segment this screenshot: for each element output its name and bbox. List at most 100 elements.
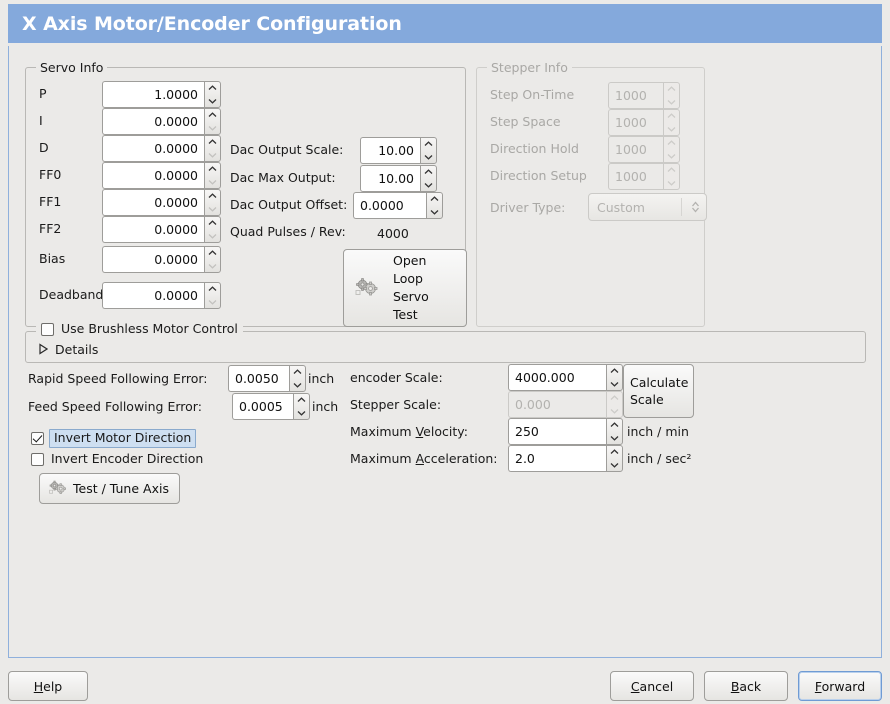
- use-brushless-motor-control-row[interactable]: Use Brushless Motor Control: [36, 323, 243, 336]
- spinner-down-icon[interactable]: [427, 206, 442, 219]
- open-loop-servo-test-button[interactable]: Open Loop Servo Test: [343, 249, 467, 327]
- spinner-p[interactable]: 1.0000: [102, 81, 221, 108]
- spinner-down-icon[interactable]: [664, 177, 679, 190]
- spinner-up-icon[interactable]: [607, 446, 622, 459]
- spinner-down-icon[interactable]: [205, 230, 220, 243]
- forward-button[interactable]: Forward: [798, 671, 882, 701]
- spinner-up-icon[interactable]: [421, 138, 436, 151]
- spinner-down-icon[interactable]: [607, 378, 622, 391]
- spinner-direction-hold[interactable]: 1000: [608, 136, 680, 163]
- spinner-up-icon[interactable]: [205, 82, 220, 95]
- spinner-ff2[interactable]: 0.0000: [102, 216, 221, 243]
- spinner-up-icon[interactable]: [205, 163, 220, 176]
- spinner-stepper-scale-buttons[interactable]: [606, 391, 623, 418]
- spinner-encoder-scale-value[interactable]: 4000.000: [508, 364, 606, 391]
- spinner-ff2-value[interactable]: 0.0000: [102, 216, 204, 243]
- spinner-deadband-value[interactable]: 0.0000: [102, 282, 204, 309]
- spinner-dac-max-output-value[interactable]: 10.00: [360, 165, 420, 192]
- spinner-up-icon[interactable]: [205, 283, 220, 296]
- spinner-deadband-buttons[interactable]: [204, 282, 221, 309]
- spinner-up-icon[interactable]: [205, 109, 220, 122]
- spinner-deadband[interactable]: 0.0000: [102, 282, 221, 309]
- spinner-maximum-velocity[interactable]: 250: [508, 418, 623, 445]
- spinner-down-icon[interactable]: [205, 122, 220, 135]
- spinner-ff1-buttons[interactable]: [204, 189, 221, 216]
- help-button[interactable]: Help: [8, 671, 88, 701]
- spinner-down-icon[interactable]: [205, 260, 220, 273]
- back-button[interactable]: Back: [704, 671, 788, 701]
- spinner-dac-output-offset-value[interactable]: 0.0000: [353, 192, 426, 219]
- spinner-p-value[interactable]: 1.0000: [102, 81, 204, 108]
- spinner-feed-following-error-value[interactable]: 0.0005: [232, 393, 293, 420]
- spinner-direction-setup-value[interactable]: 1000: [608, 163, 663, 190]
- spinner-stepper-scale-value[interactable]: 0.000: [508, 391, 606, 418]
- spinner-down-icon[interactable]: [664, 150, 679, 163]
- spinner-i-value[interactable]: 0.0000: [102, 108, 204, 135]
- spinner-down-icon[interactable]: [664, 96, 679, 109]
- cancel-button[interactable]: Cancel: [610, 671, 694, 701]
- spinner-step-on-time-value[interactable]: 1000: [608, 82, 663, 109]
- spinner-dac-output-scale[interactable]: 10.00: [360, 137, 437, 164]
- spinner-up-icon[interactable]: [607, 392, 622, 405]
- spinner-d-buttons[interactable]: [204, 135, 221, 162]
- spinner-bias-value[interactable]: 0.0000: [102, 246, 204, 273]
- spinner-up-icon[interactable]: [205, 247, 220, 260]
- spinner-step-space-value[interactable]: 1000: [608, 109, 663, 136]
- spinner-i[interactable]: 0.0000: [102, 108, 221, 135]
- spinner-encoder-scale-buttons[interactable]: [606, 364, 623, 391]
- spinner-down-icon[interactable]: [205, 95, 220, 108]
- invert-encoder-direction-checkbox[interactable]: [31, 453, 44, 466]
- spinner-feed-following-error-buttons[interactable]: [293, 393, 310, 420]
- spinner-ff0-buttons[interactable]: [204, 162, 221, 189]
- driver-type-combobox[interactable]: Custom: [588, 193, 707, 221]
- spinner-up-icon[interactable]: [607, 365, 622, 378]
- spinner-down-icon[interactable]: [205, 203, 220, 216]
- spinner-ff0[interactable]: 0.0000: [102, 162, 221, 189]
- spinner-direction-hold-buttons[interactable]: [663, 136, 680, 163]
- spinner-up-icon[interactable]: [290, 366, 305, 379]
- spinner-maximum-acceleration-value[interactable]: 2.0: [508, 445, 606, 472]
- spinner-ff0-value[interactable]: 0.0000: [102, 162, 204, 189]
- spinner-up-icon[interactable]: [205, 190, 220, 203]
- use-brushless-checkbox[interactable]: [41, 323, 54, 336]
- spinner-up-icon[interactable]: [205, 136, 220, 149]
- spinner-down-icon[interactable]: [205, 176, 220, 189]
- spinner-maximum-acceleration-buttons[interactable]: [606, 445, 623, 472]
- spinner-down-icon[interactable]: [421, 151, 436, 164]
- spinner-down-icon[interactable]: [205, 296, 220, 309]
- spinner-stepper-scale[interactable]: 0.000: [508, 391, 623, 418]
- spinner-up-icon[interactable]: [421, 166, 436, 179]
- spinner-step-on-time-buttons[interactable]: [663, 82, 680, 109]
- spinner-step-space[interactable]: 1000: [608, 109, 680, 136]
- spinner-down-icon[interactable]: [294, 407, 309, 420]
- spinner-maximum-acceleration[interactable]: 2.0: [508, 445, 623, 472]
- spinner-encoder-scale[interactable]: 4000.000: [508, 364, 623, 391]
- spinner-step-space-buttons[interactable]: [663, 109, 680, 136]
- invert-motor-direction-checkbox[interactable]: [31, 431, 44, 445]
- spinner-down-icon[interactable]: [205, 149, 220, 162]
- spinner-step-on-time[interactable]: 1000: [608, 82, 680, 109]
- spinner-rapid-following-error-buttons[interactable]: [289, 365, 306, 392]
- spinner-ff1[interactable]: 0.0000: [102, 189, 221, 216]
- invert-motor-direction-row[interactable]: Invert Motor Direction: [31, 429, 197, 448]
- combo-updown-icon[interactable]: [691, 194, 700, 220]
- spinner-d[interactable]: 0.0000: [102, 135, 221, 162]
- spinner-dac-output-scale-buttons[interactable]: [420, 137, 437, 164]
- spinner-dac-max-output-buttons[interactable]: [420, 165, 437, 192]
- spinner-maximum-velocity-buttons[interactable]: [606, 418, 623, 445]
- spinner-down-icon[interactable]: [607, 432, 622, 445]
- spinner-bias[interactable]: 0.0000: [102, 246, 221, 273]
- spinner-up-icon[interactable]: [664, 137, 679, 150]
- spinner-down-icon[interactable]: [607, 405, 622, 418]
- spinner-up-icon[interactable]: [607, 419, 622, 432]
- spinner-direction-hold-value[interactable]: 1000: [608, 136, 663, 163]
- spinner-i-buttons[interactable]: [204, 108, 221, 135]
- spinner-down-icon[interactable]: [607, 459, 622, 472]
- spinner-down-icon[interactable]: [421, 179, 436, 192]
- spinner-up-icon[interactable]: [427, 193, 442, 206]
- spinner-rapid-following-error[interactable]: 0.0050: [228, 365, 306, 392]
- spinner-ff2-buttons[interactable]: [204, 216, 221, 243]
- spinner-d-value[interactable]: 0.0000: [102, 135, 204, 162]
- invert-encoder-direction-row[interactable]: Invert Encoder Direction: [31, 453, 203, 466]
- spinner-bias-buttons[interactable]: [204, 246, 221, 273]
